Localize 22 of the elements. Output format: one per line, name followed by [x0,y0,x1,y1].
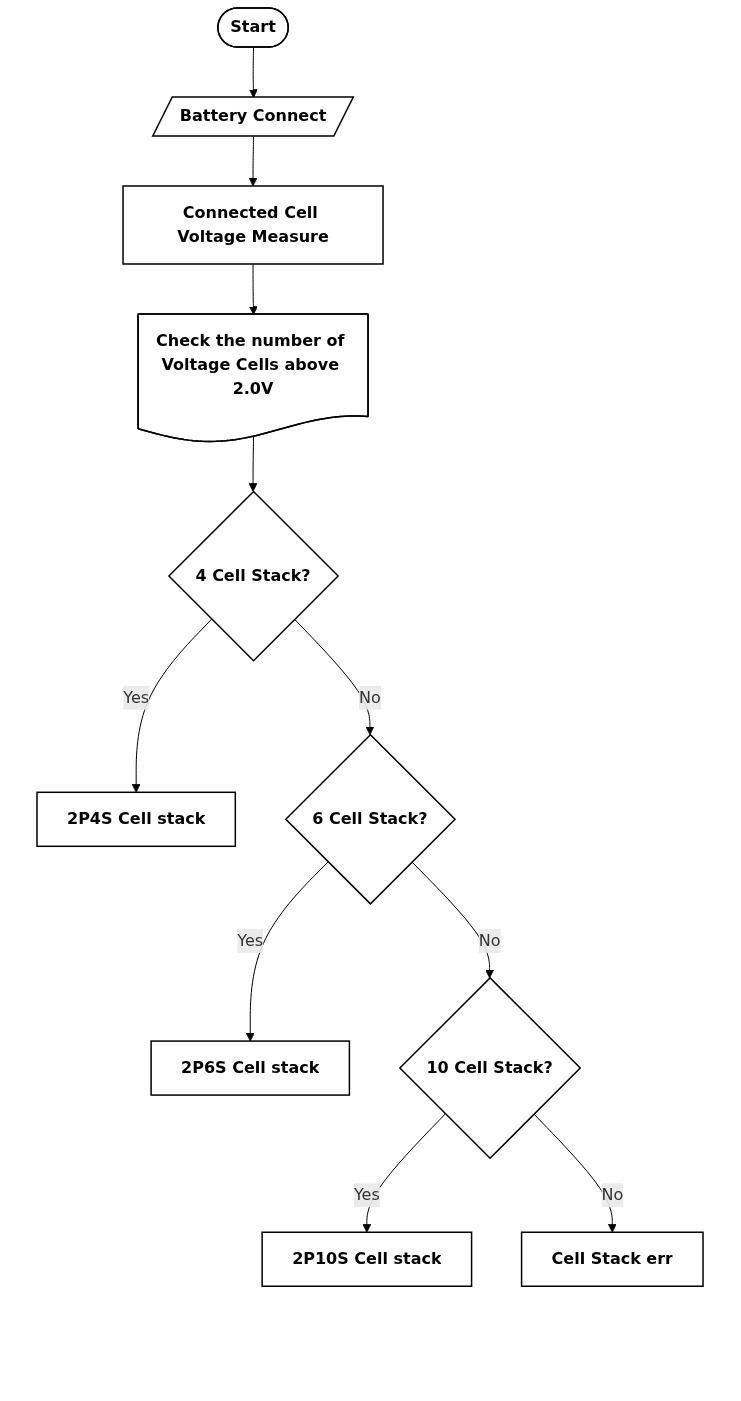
arrow [246,861,329,1042]
edge-label: No [601,1185,624,1205]
edge-label: Yes [354,1185,381,1205]
arrow [249,436,258,492]
node-diamond: 6 Cell Stack? [285,733,457,905]
arrow [411,861,495,979]
node-box: 2P10S Cell stack [261,1231,473,1287]
node-box: 2P6S Cell stack [150,1040,351,1096]
arrow [533,1113,618,1233]
node-box: Cell Stack err [521,1231,705,1287]
node-box: 2P4S Cell stack [36,791,237,848]
node-box: Connected Cell Voltage Measure [122,185,385,265]
arrow [294,618,375,736]
arrow [249,136,258,187]
arrow [132,618,213,793]
node-diamond: 4 Cell Stack? [168,490,340,662]
node-diamond: 10 Cell Stack? [399,976,582,1160]
edge-label: Yes [237,930,264,950]
arrow [249,47,259,98]
edge-label: Yes [123,687,150,707]
edge-label: No [479,930,501,950]
edge-label: No [359,687,382,707]
